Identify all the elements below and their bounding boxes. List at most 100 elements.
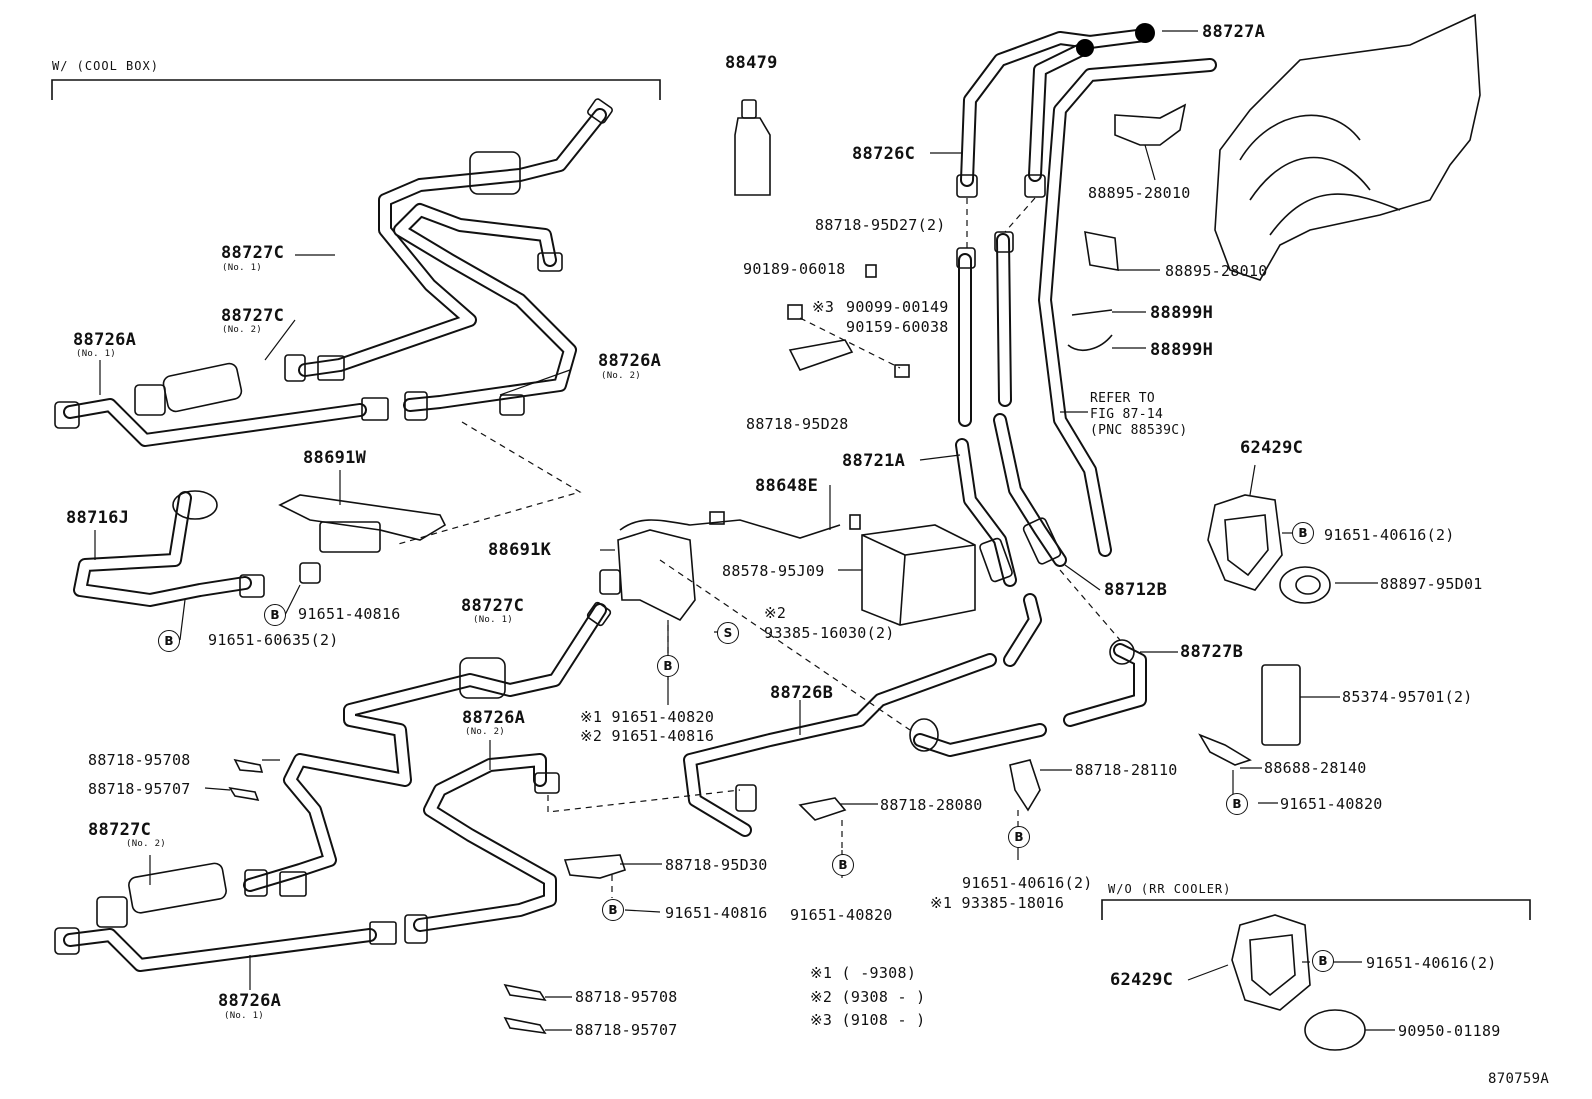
part-label-88648E[interactable]: 88648E — [755, 476, 819, 496]
mark-3: ※3 — [812, 298, 835, 316]
footnote-3: ※3 (9108 - ) — [810, 1011, 926, 1029]
part-label-93385-18016[interactable]: ※1 93385-18016 — [930, 894, 1065, 912]
leader-lines — [94, 30, 1395, 1031]
can-88479 — [734, 99, 771, 196]
part-label-91651-40820-lower[interactable]: 91651-40820 — [790, 906, 893, 924]
wire-88648E — [619, 511, 976, 626]
part-label-88718-28080[interactable]: 88718-28080 — [880, 796, 983, 814]
engine-outline — [1214, 13, 1481, 281]
refer-line-3: (PNC 88539C) — [1090, 423, 1188, 438]
part-label-88718-95707-b[interactable]: 88718-95707 — [575, 1021, 678, 1039]
part-label-91651-40820-b[interactable]: 91651-40820 — [1280, 795, 1383, 813]
bolt-marker-b: B — [657, 655, 679, 677]
pipe-88716J — [73, 490, 265, 607]
part-label-88727C-no2-lower[interactable]: 88727C — [88, 820, 152, 840]
part-sublabel-88726A-no2-lower: (No. 2) — [465, 727, 506, 737]
part-label-88718-95708-a[interactable]: 88718-95708 — [88, 751, 191, 769]
part-label-88718-28110[interactable]: 88718-28110 — [1075, 761, 1178, 779]
part-label-91651-40816-lower[interactable]: 91651-40816 — [665, 904, 768, 922]
part-label-88895-28010-b[interactable]: 88895-28010 — [1165, 262, 1268, 280]
part-label-88897-95D01[interactable]: 88897-95D01 — [1380, 575, 1483, 593]
part-label-88726A-no1[interactable]: 88726A — [73, 330, 137, 350]
part-label-88726A-no1-lower[interactable]: 88726A — [218, 991, 282, 1011]
part-label-88727C-no1-lower[interactable]: 88727C — [461, 596, 525, 616]
part-label-90159-60038[interactable]: 90159-60038 — [846, 318, 949, 336]
part-label-91651-60635[interactable]: 91651-60635(2) — [208, 631, 339, 649]
part-label-90099-00149[interactable]: 90099-00149 — [846, 298, 949, 316]
part-label-91651-40616-wo[interactable]: 91651-40616(2) — [1366, 954, 1497, 972]
part-label-88691W[interactable]: 88691W — [303, 448, 367, 468]
bracket-88691K — [599, 529, 696, 622]
footnote-2: ※2 (9308 - ) — [810, 988, 926, 1006]
part-sublabel-88726A-no1-lower: (No. 1) — [224, 1011, 265, 1021]
part-label-88718-95708-b[interactable]: 88718-95708 — [575, 988, 678, 1006]
part-label-90189-06018[interactable]: 90189-06018 — [743, 260, 846, 278]
part-label-88578-95J09[interactable]: 88578-95J09 — [722, 562, 825, 580]
section-brackets — [51, 79, 1531, 920]
bolt-marker-b: B — [1312, 950, 1334, 972]
part-label-88688-28140[interactable]: 88688-28140 — [1264, 759, 1367, 777]
part-label-88727C-no1[interactable]: 88727C — [221, 243, 285, 263]
part-label-88479[interactable]: 88479 — [725, 53, 778, 73]
part-label-91651-40816-c2[interactable]: ※2 91651-40816 — [580, 727, 715, 745]
part-label-88895-28010-a[interactable]: 88895-28010 — [1088, 184, 1191, 202]
part-label-91651-40820-c1[interactable]: ※1 91651-40820 — [580, 708, 715, 726]
part-label-88691K[interactable]: 88691K — [488, 540, 552, 560]
bolt-marker-b: B — [1292, 522, 1314, 544]
refer-line-2: FIG 87-14 — [1090, 407, 1164, 422]
part-label-93385-16030[interactable]: 93385-16030(2) — [764, 624, 895, 642]
part-label-88718-95D27[interactable]: 88718-95D27(2) — [815, 216, 946, 234]
part-label-85374-95701[interactable]: 85374-95701(2) — [1342, 688, 1473, 706]
part-label-90950-01189[interactable]: 90950-01189 — [1398, 1022, 1501, 1040]
part-label-88721A[interactable]: 88721A — [842, 451, 906, 471]
part-label-91651-40616-a[interactable]: 91651-40616(2) — [1324, 526, 1455, 544]
part-label-88899H-b[interactable]: 88899H — [1150, 340, 1214, 360]
part-sublabel-88726A-no2: (No. 2) — [601, 371, 642, 381]
part-sublabel-88727C-no1: (No. 1) — [222, 263, 263, 273]
bolt-marker-b: B — [1226, 793, 1248, 815]
part-label-88899H-a[interactable]: 88899H — [1150, 303, 1214, 323]
part-sublabel-88727C-no1-lower: (No. 1) — [473, 615, 514, 625]
part-label-88716J[interactable]: 88716J — [66, 508, 130, 528]
valve-bracket-88691W — [278, 494, 447, 584]
bolt-marker-b: B — [1008, 826, 1030, 848]
section-label-cool-box: W/ (COOL BOX) — [52, 59, 159, 73]
part-sublabel-88726A-no1: (No. 1) — [76, 349, 117, 359]
dashed-lines — [394, 197, 1121, 898]
part-label-91651-40816[interactable]: 91651-40816 — [298, 605, 401, 623]
vertical-hoses — [955, 23, 1217, 587]
part-label-88718-95D28[interactable]: 88718-95D28 — [746, 415, 849, 433]
part-label-62429C-a[interactable]: 62429C — [1240, 438, 1304, 458]
diagram-id: 870759A — [1488, 1071, 1550, 1087]
part-mark-93385-16030: ※2 — [764, 604, 787, 622]
part-label-62429C-b[interactable]: 62429C — [1110, 970, 1174, 990]
small-clamps — [228, 664, 1301, 1035]
part-sublabel-88727C-no2: (No. 2) — [222, 325, 263, 335]
lower-pipe-assembly — [54, 601, 612, 972]
part-label-88727A[interactable]: 88727A — [1202, 22, 1266, 42]
part-label-91651-40616-lower[interactable]: 91651-40616(2) — [962, 874, 1093, 892]
bolt-marker-b: B — [158, 630, 180, 652]
section-label-wo-rr-cooler: W/O (RR COOLER) — [1108, 882, 1232, 896]
part-label-88726A-no2-lower[interactable]: 88726A — [462, 708, 526, 728]
pipe-88726B — [683, 593, 1147, 837]
part-label-88727B[interactable]: 88727B — [1180, 642, 1244, 662]
part-label-88712B[interactable]: 88712B — [1104, 580, 1168, 600]
bolt-marker-b: B — [264, 604, 286, 626]
screw-marker-s: S — [717, 622, 739, 644]
part-label-88726A-no2[interactable]: 88726A — [598, 351, 662, 371]
part-label-88718-95707-a[interactable]: 88718-95707 — [88, 780, 191, 798]
part-label-88727C-no2[interactable]: 88727C — [221, 306, 285, 326]
part-sublabel-88727C-no2-lower: (No. 2) — [126, 839, 167, 849]
part-label-88726C[interactable]: 88726C — [852, 144, 916, 164]
center-clamps — [787, 264, 910, 378]
upper-pipe-assembly — [54, 98, 613, 447]
refer-line-1: REFER TO — [1090, 391, 1156, 406]
grommets — [1207, 494, 1366, 1051]
footnote-1: ※1 ( -9308) — [810, 964, 917, 982]
part-label-88726B[interactable]: 88726B — [770, 683, 834, 703]
bolt-marker-b: B — [832, 854, 854, 876]
part-label-88718-95D30[interactable]: 88718-95D30 — [665, 856, 768, 874]
